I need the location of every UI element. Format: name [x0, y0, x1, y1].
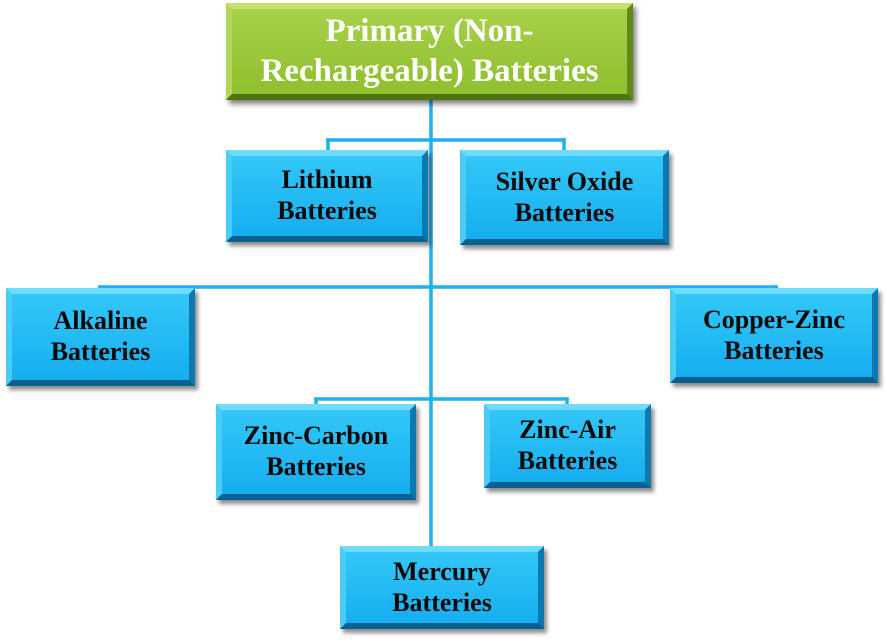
node-zinc-air-batteries: Zinc-Air Batteries: [484, 404, 651, 488]
node-silver-oxide-batteries: Silver Oxide Batteries: [460, 150, 669, 245]
node-zinc-carbon-batteries: Zinc-Carbon Batteries: [216, 404, 416, 500]
node-label-copper-zinc: Copper-Zinc Batteries: [702, 304, 846, 365]
node-mercury-batteries: Mercury Batteries: [340, 546, 544, 629]
node-alkaline-batteries: Alkaline Batteries: [6, 288, 195, 386]
node-label-zinc-carbon: Zinc-Carbon Batteries: [243, 421, 389, 481]
node-label-alkaline: Alkaline Batteries: [50, 306, 151, 366]
node-label-mercury: Mercury Batteries: [392, 556, 492, 617]
node-label-silver-oxide: Silver Oxide Batteries: [495, 166, 634, 227]
root-node-primary-batteries: Primary (Non- Rechargeable) Batteries: [226, 3, 633, 100]
root-node-label: Primary (Non- Rechargeable) Batteries: [260, 12, 599, 89]
node-label-zinc-air: Zinc-Air Batteries: [517, 415, 618, 475]
node-lithium-batteries: Lithium Batteries: [226, 150, 428, 242]
node-copper-zinc-batteries: Copper-Zinc Batteries: [670, 288, 878, 383]
node-label-lithium: Lithium Batteries: [277, 165, 377, 225]
